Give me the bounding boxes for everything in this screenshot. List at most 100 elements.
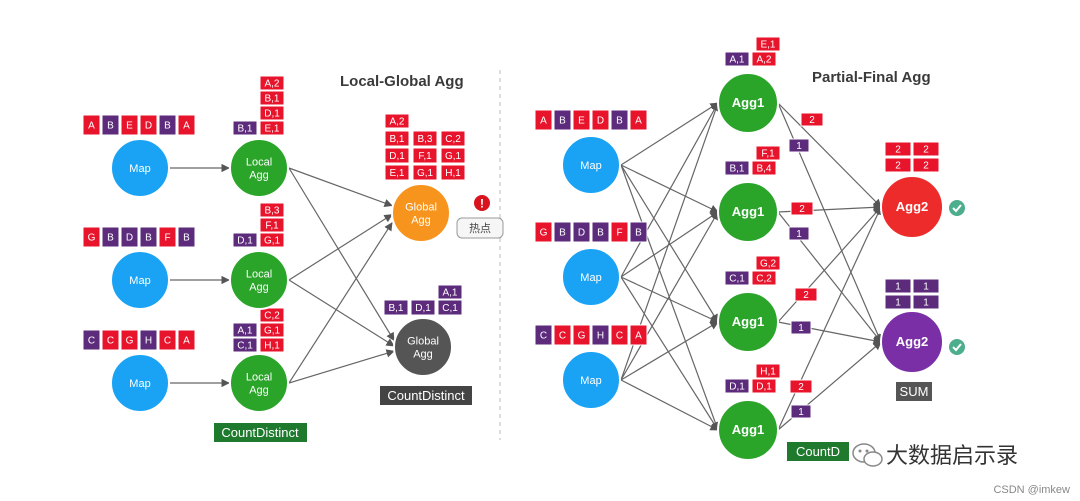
flow-arrow (288, 349, 395, 384)
hot-label: 热点 (469, 222, 491, 235)
data-cell (553, 324, 572, 346)
map-node (110, 250, 170, 310)
countdistinct-bg-global (380, 386, 472, 405)
data-cell-label: D (578, 228, 585, 239)
data-cell (884, 294, 912, 310)
data-cell-label: C,2 (756, 274, 772, 285)
data-cell-label: A,1 (442, 288, 457, 299)
data-cell (384, 113, 410, 129)
data-cell-label: G (126, 336, 134, 347)
data-cell-label: 2 (895, 145, 901, 156)
data-cell (591, 324, 610, 346)
data-cell (232, 337, 258, 353)
flow-arrow (288, 279, 395, 347)
data-cell-label: B,1 (264, 94, 279, 105)
data-cell-label: B,3 (417, 134, 432, 145)
data-cell-label: 1 (796, 229, 802, 240)
flow-arrow (620, 164, 719, 213)
data-cell-label: G (88, 233, 96, 244)
data-cell (751, 378, 777, 394)
data-cell (412, 130, 438, 147)
local-agg-node-label: Local (246, 269, 272, 281)
global-agg-node-label: Global (407, 336, 439, 348)
data-cell-label: C (540, 331, 547, 342)
flow-arrow (620, 211, 719, 381)
data-cell-label: B (107, 233, 114, 244)
agg1-node-label: Agg1 (732, 204, 765, 219)
data-cell (440, 130, 466, 147)
data-cell-label: C,2 (445, 134, 461, 145)
global-agg-node-label: Agg (413, 349, 433, 361)
data-cell-label: 2 (923, 161, 929, 172)
data-cell (572, 109, 591, 131)
data-cell (751, 160, 777, 176)
data-cell (724, 51, 750, 67)
local-agg-node (229, 138, 289, 198)
data-cell-label: A (183, 121, 190, 132)
data-cell (410, 299, 436, 316)
credit-text: CSDN @imkew (993, 484, 1070, 496)
data-cell-label: G,1 (417, 168, 434, 179)
flow-arrow (288, 214, 393, 281)
global-agg-hot-node (391, 183, 451, 243)
data-cell (724, 378, 750, 394)
data-cell (800, 112, 824, 127)
data-cell-label: D (597, 116, 604, 127)
local-agg-node-label: Agg (249, 282, 269, 294)
agg1-node (717, 291, 779, 353)
data-cell-label: A,1 (237, 326, 252, 337)
data-cell (553, 221, 572, 243)
countdistinct-label-right: CountD (796, 444, 840, 459)
flow-arrow (620, 102, 719, 278)
data-cell (259, 75, 285, 91)
data-cell (259, 90, 285, 106)
flow-arrow (620, 211, 719, 278)
data-cell-label: C,1 (237, 341, 253, 352)
data-cell (139, 329, 158, 351)
data-cell-label: C,1 (442, 303, 458, 314)
data-cell-label: A,2 (756, 55, 771, 66)
data-cell-label: D (145, 121, 152, 132)
data-cell (572, 324, 591, 346)
data-cell-label: G,2 (760, 259, 777, 270)
data-cell (534, 109, 553, 131)
data-cell-label: 1 (895, 282, 901, 293)
data-cell-label: F,1 (418, 151, 432, 162)
global-agg-node (393, 317, 453, 377)
map-node-label: Map (129, 163, 150, 175)
map-node-label: Map (580, 272, 601, 284)
data-cell (884, 141, 912, 157)
data-cell-label: G (540, 228, 548, 239)
data-cell (177, 114, 196, 136)
data-cell (610, 221, 629, 243)
data-cell (553, 109, 572, 131)
data-cell-label: A (183, 336, 190, 347)
data-cell-label: B,4 (756, 164, 771, 175)
data-cell-label: A,1 (729, 55, 744, 66)
data-cell (101, 226, 120, 248)
data-cell-label: A,2 (389, 117, 404, 128)
data-cell (591, 221, 610, 243)
wechat-icon (852, 443, 883, 467)
map-node-label: Map (129, 275, 150, 287)
data-cell (120, 329, 139, 351)
data-cell-label: G,1 (445, 151, 462, 162)
data-cell (912, 157, 940, 173)
data-cell-label: E,1 (264, 124, 279, 135)
agg1-node (717, 72, 779, 134)
data-cell (755, 145, 781, 161)
data-cell (724, 270, 750, 286)
data-cell-label: A (635, 116, 642, 127)
data-cell-label: 1 (895, 298, 901, 309)
agg2-red-node-label: Agg2 (896, 199, 929, 214)
data-cell-label: D,1 (389, 151, 405, 162)
data-cell-label: C (164, 336, 171, 347)
data-cell (789, 379, 813, 394)
data-cell-label: B (183, 233, 190, 244)
flow-arrow (620, 276, 719, 323)
flow-arrow (620, 276, 719, 431)
data-cell-label: 1 (798, 407, 804, 418)
data-cell (534, 221, 553, 243)
flow-arrow (777, 206, 882, 323)
